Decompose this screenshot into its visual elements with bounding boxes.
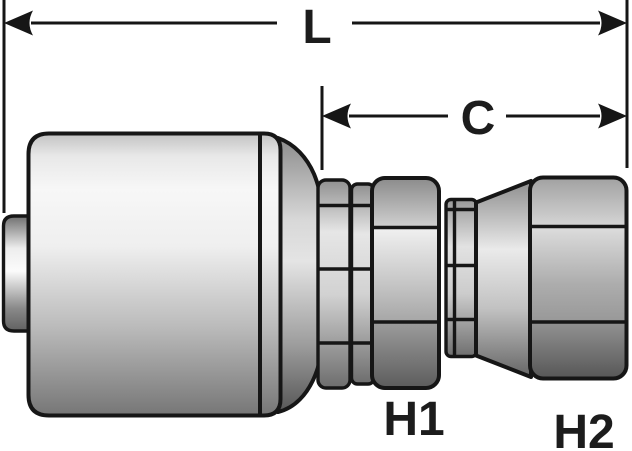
collar-ring-wide [316,178,352,390]
h1-bottom-facet [372,322,439,388]
l-arrowhead-left [4,10,33,36]
h2-bottom-facet [530,322,627,379]
dimension-l [2,0,629,213]
h1-nut-outline [370,176,441,390]
h1-top-facet [372,178,439,228]
l-arrowhead-right [598,10,627,36]
dimension-label-l: L [302,1,331,54]
crimp-ferrule-shell [26,131,283,418]
h2-nut-outline [528,175,629,381]
c-arrowhead-right [598,103,627,129]
thread-body [444,197,479,359]
h2-top-facet [530,177,627,227]
c-arrowhead-left [322,103,351,129]
hose-stub [1,214,31,333]
hex-nut-h2 [528,175,629,381]
collar-rings [316,178,376,390]
fitting-body [1,131,629,418]
dimension-label-h2: H2 [553,406,614,451]
thread-segment [444,197,479,359]
h2-middle-facet [530,226,627,322]
h1-middle-facet [372,227,439,322]
dimension-label-h1: H1 [383,393,444,446]
dimension-c [320,86,627,170]
dimension-label-c: C [461,92,496,145]
shell-taper-cone [276,136,322,414]
swivel-bell-cone [474,179,533,379]
hex-nut-h1 [370,176,441,390]
